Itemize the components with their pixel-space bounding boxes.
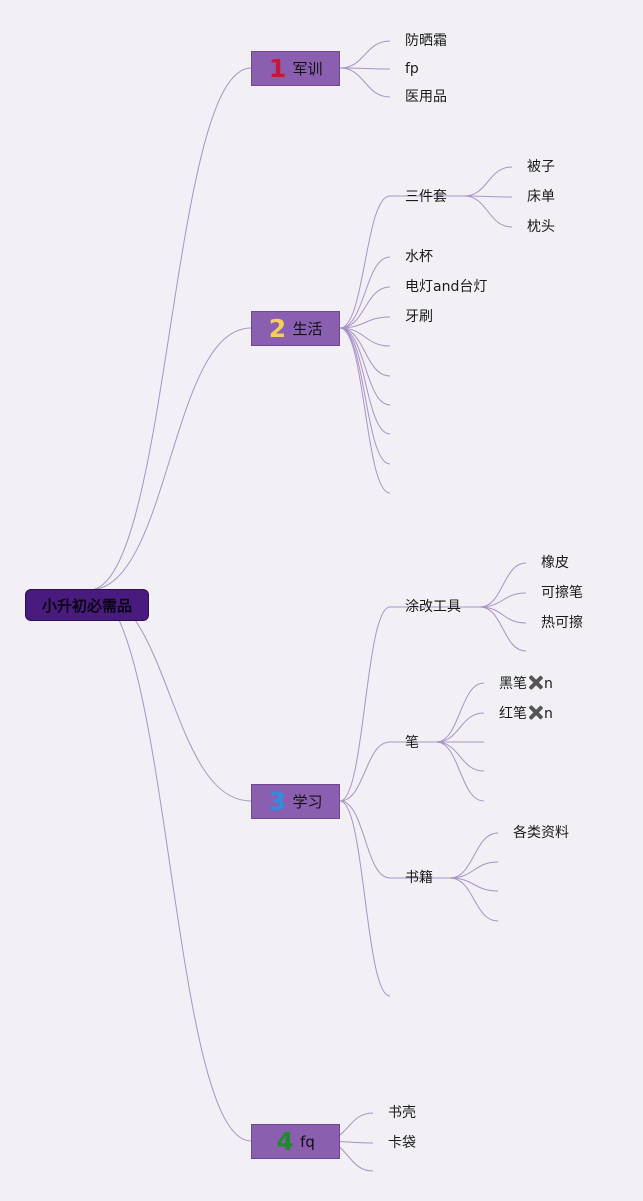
leaf-pens[interactable]: 笔 (405, 735, 419, 751)
connector-line (449, 877, 499, 922)
leaf-quilt[interactable]: 被子 (527, 159, 555, 175)
leaf-materials[interactable]: 各类资料 (513, 825, 569, 841)
number-4-icon: 4 (276, 1127, 294, 1156)
connector-line (479, 606, 527, 624)
topic-2-node[interactable]: 2 生活 (251, 311, 340, 346)
connector-line (435, 712, 485, 743)
connector-line (339, 741, 391, 802)
connector-line (339, 195, 391, 329)
topic-3-node[interactable]: 3 学习 (251, 784, 340, 819)
connector-line (339, 67, 391, 98)
root-to-topic-2 (88, 327, 252, 591)
root-to-topic-4 (88, 589, 252, 1142)
topic-4-label: fq (300, 1132, 315, 1151)
leaf-fp[interactable]: fp (405, 61, 419, 77)
connector-line (339, 327, 391, 347)
connector-line (339, 40, 391, 69)
topic-1-label: 军训 (292, 60, 323, 78)
connector-line (339, 327, 391, 377)
leaf-heat-erasable[interactable]: 热可擦 (541, 615, 583, 631)
connector-line (435, 741, 485, 772)
leaf-books[interactable]: 书籍 (405, 870, 433, 886)
connector-line (463, 195, 513, 198)
leaf-eraser[interactable]: 橡皮 (541, 555, 569, 571)
topic-4-node[interactable]: 4 fq (251, 1124, 340, 1159)
topic-2-label: 生活 (292, 320, 323, 338)
connector-line (339, 256, 391, 329)
connector-line (339, 800, 391, 997)
leaf-card-holder[interactable]: 卡袋 (388, 1135, 416, 1151)
leaf-lamps[interactable]: 电灯and台灯 (405, 279, 488, 295)
number-1-icon: 1 (268, 54, 287, 83)
connector-line (479, 592, 527, 608)
leaf-pillow[interactable]: 枕头 (527, 219, 555, 235)
root-to-topic-1 (88, 67, 252, 591)
connector-line (435, 682, 485, 743)
red-pen-text: 红笔 (499, 706, 527, 722)
leaf-water-cup[interactable]: 水杯 (405, 249, 433, 265)
connector-line (339, 286, 391, 329)
connector-line (449, 861, 499, 879)
root-to-topic-3 (88, 589, 252, 802)
cross-mark-icon (528, 705, 543, 720)
connector-line (463, 166, 513, 197)
connector-line (339, 67, 391, 70)
root-node[interactable]: 小升初必需品 (25, 589, 149, 621)
number-2-icon: 2 (268, 314, 287, 343)
connector-line (479, 606, 527, 652)
leaf-bedding-set[interactable]: 三件套 (405, 189, 447, 205)
topic-3-label: 学习 (292, 793, 323, 811)
leaf-red-pen[interactable]: 红笔 n (499, 705, 553, 722)
connector-line (479, 562, 527, 608)
red-pen-count: n (544, 706, 553, 722)
connector-line (339, 316, 391, 329)
connector-line (339, 800, 391, 879)
leaf-book-cover[interactable]: 书壳 (388, 1105, 416, 1121)
leaf-erasable-pen[interactable]: 可擦笔 (541, 585, 583, 601)
leaf-black-pen[interactable]: 黑笔 n (499, 675, 553, 692)
leaf-sunscreen[interactable]: 防晒霜 (405, 33, 447, 49)
cross-mark-icon (528, 675, 543, 690)
black-pen-count: n (544, 676, 553, 692)
leaf-medical-supplies[interactable]: 医用品 (405, 89, 447, 105)
leaf-correction-tools[interactable]: 涂改工具 (405, 599, 461, 615)
connector-line (339, 606, 391, 802)
connector-line (339, 327, 391, 494)
connector-line (449, 832, 499, 879)
connector-line (463, 195, 513, 228)
connector-line (339, 327, 391, 465)
topic-1-node[interactable]: 1 军训 (251, 51, 340, 86)
leaf-bedsheet[interactable]: 床单 (527, 189, 555, 205)
number-3-icon: 3 (268, 787, 287, 816)
root-label: 小升初必需品 (41, 596, 132, 615)
leaf-toothbrush[interactable]: 牙刷 (405, 309, 433, 325)
connector-line (339, 327, 391, 406)
connector-line (435, 741, 485, 802)
connector-line (339, 327, 391, 435)
black-pen-text: 黑笔 (499, 676, 527, 692)
